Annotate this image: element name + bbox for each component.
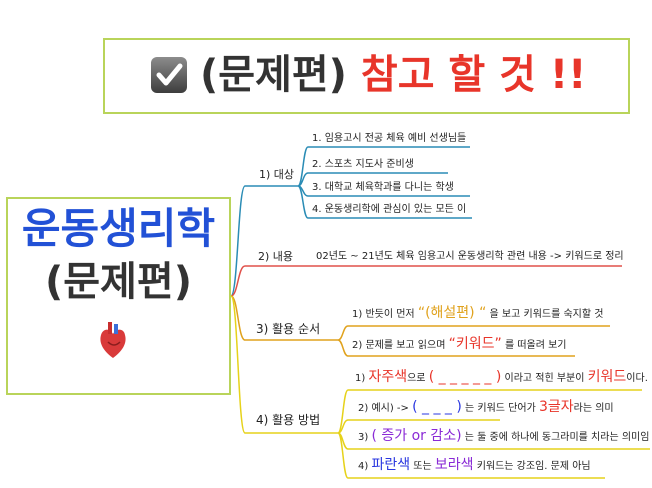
branch-label-method: 4) 활용 방법 — [256, 413, 321, 427]
order-item-2: 2) 문제를 보고 읽으며 “키워드” 를 떠올려 보기 — [352, 336, 567, 352]
branch-line-target-split — [297, 146, 472, 219]
target-item-2: 2. 스포츠 지도사 준비생 — [312, 159, 414, 170]
target-item-4: 4. 운동생리학에 관심이 있는 모든 이 — [312, 204, 467, 215]
method-item-1: 1) 자주색으로 ( _ _ _ _ _ ) 이라고 적힌 부분이 키워드이다. — [355, 369, 648, 385]
title-part2: 참고 할 것 !! — [360, 52, 587, 98]
method-item-4: 4) 파란색 또는 보라색 키워드는 강조임. 문제 아님 — [358, 457, 591, 473]
branch-line-order-split — [337, 325, 610, 357]
title-box — [103, 38, 630, 114]
branch-line-method-split — [337, 389, 650, 479]
central-topic-box — [6, 197, 231, 395]
check-box-icon — [151, 57, 187, 93]
heart-icon — [98, 320, 128, 360]
branch-line-order — [230, 295, 338, 341]
method-item-2: 2) 예시) -> ( _ _ _ ) 는 키워드 단어가 3글자라는 의미 — [358, 399, 614, 415]
content-text: 02년도 ~ 21년도 체육 임용고시 운동생리학 관련 내용 -> 키워드로 … — [316, 251, 624, 262]
branch-label-target: 1) 대상 — [259, 168, 295, 181]
central-topic-subtitle: (문제편) — [45, 259, 192, 305]
branch-line-target — [230, 185, 298, 297]
order-item-1: 1) 반듯이 먼저 “(해설편) “ 을 보고 키워드를 숙지할 것 — [352, 305, 604, 321]
branch-line-content — [230, 265, 622, 297]
target-item-3: 3. 대학교 체육학과를 다니는 학생 — [312, 182, 454, 193]
page-title: (문제편) 참고 할 것 !! — [200, 50, 586, 100]
method-item-3: 3) ( 증가 or 감소) 는 둘 중에 하나에 동그라미를 치라는 의미임 — [358, 428, 650, 444]
central-topic-title: 운동생리학 — [21, 204, 216, 253]
title-part1: (문제편) — [200, 52, 347, 98]
branch-label-content: 2) 내용 — [258, 250, 294, 263]
branch-line-method — [230, 295, 338, 434]
branch-label-order: 3) 활용 순서 — [256, 322, 321, 336]
target-item-1: 1. 임용고시 전공 체육 예비 선생님들 — [312, 133, 467, 144]
